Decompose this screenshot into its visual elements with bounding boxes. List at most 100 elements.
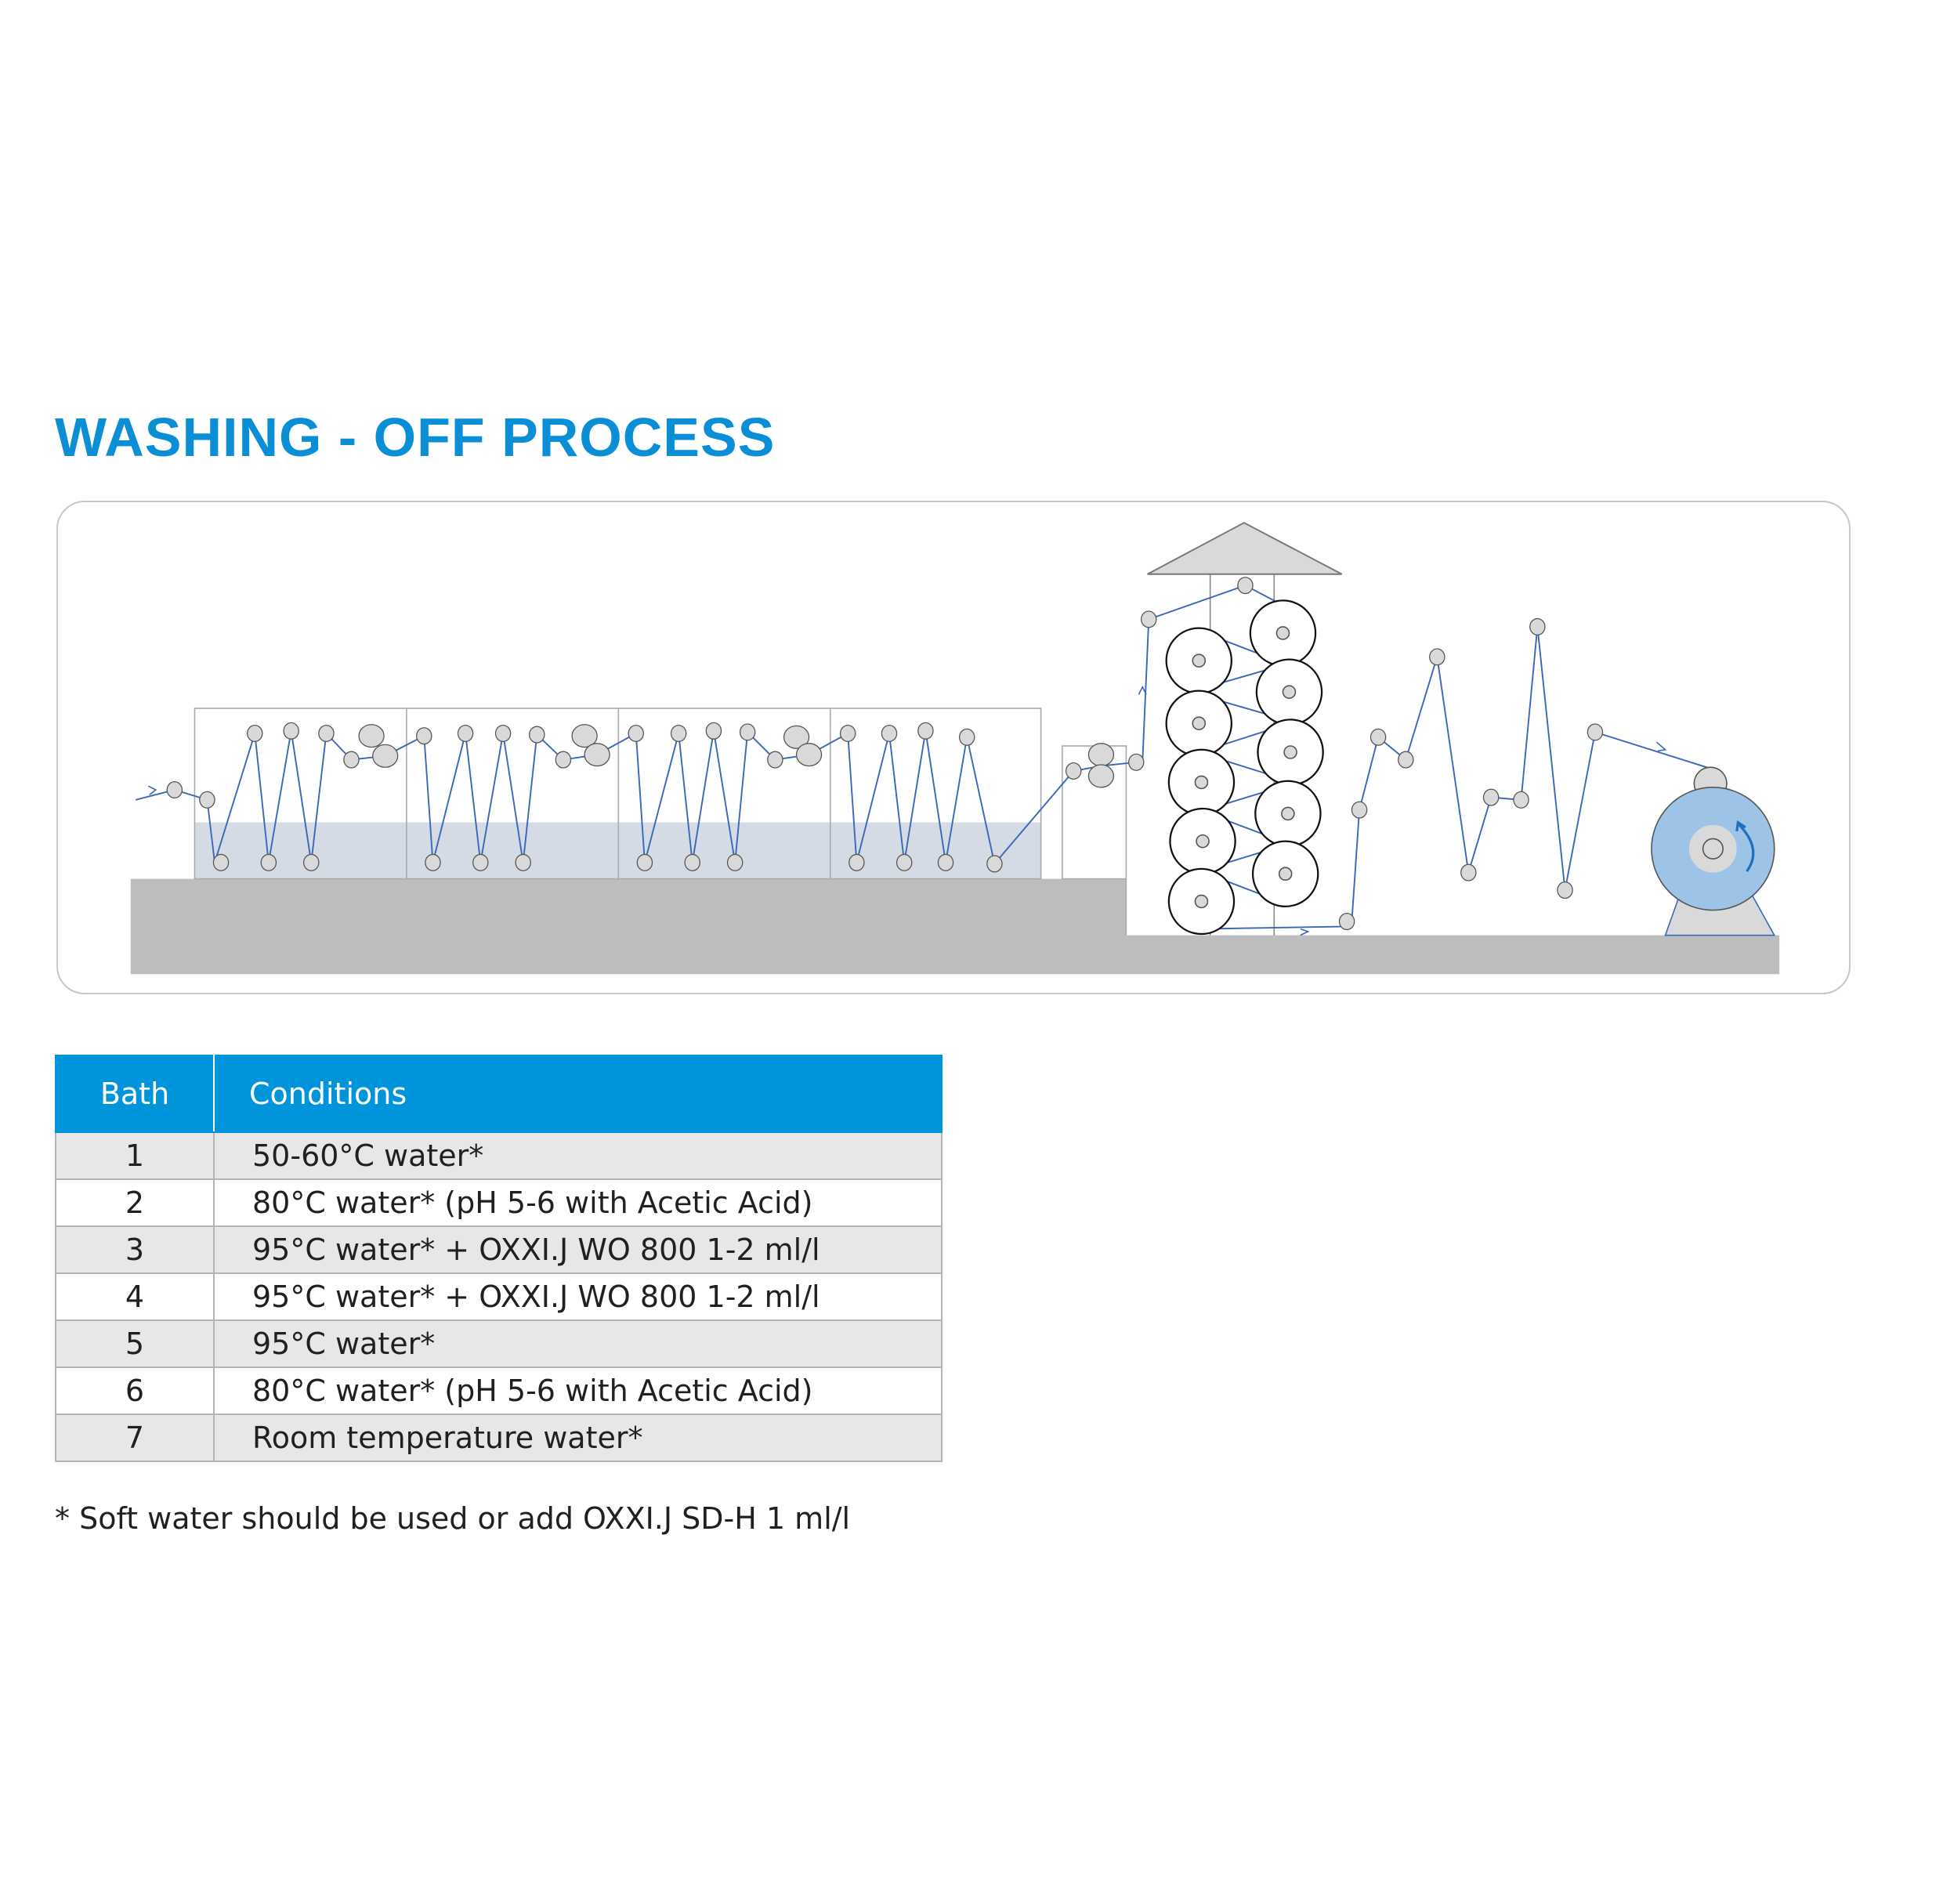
bath-number: 5 — [55, 1319, 215, 1368]
squeeze-roller — [783, 725, 810, 749]
guide-roller — [767, 751, 783, 769]
guide-roller — [739, 723, 756, 741]
bath-number: 2 — [55, 1178, 215, 1227]
guide-roller — [937, 853, 954, 871]
guide-roller — [670, 724, 687, 743]
guide-roller — [1370, 728, 1387, 746]
guide-roller — [848, 853, 865, 871]
squeeze-roller — [1087, 743, 1115, 767]
cylinder-hub — [1278, 867, 1293, 881]
bath-conditions: 80°C water* (pH 5-6 with Acetic Acid) — [213, 1366, 943, 1415]
cylinder-hub — [1281, 806, 1295, 821]
guide-roller — [1398, 751, 1414, 769]
guide-roller — [199, 791, 215, 809]
guide-roller — [896, 853, 913, 871]
bath-number: 1 — [55, 1131, 215, 1180]
cylinder-hub — [1283, 745, 1297, 759]
guide-roller — [881, 724, 898, 743]
guide-roller — [416, 727, 432, 745]
squeeze-roller — [358, 724, 385, 748]
bath-conditions: 95°C water* + OXXI.J WO 800 1-2 ml/l — [213, 1272, 943, 1321]
guide-roller — [628, 724, 644, 743]
direction-arrows — [147, 685, 1667, 936]
guide-roller — [212, 853, 230, 871]
footnote: * Soft water should be used or add OXXI.… — [55, 1501, 851, 1536]
bath-conditions: 80°C water* (pH 5-6 with Acetic Acid) — [213, 1178, 943, 1227]
guide-roller — [1529, 617, 1546, 636]
guide-roller — [684, 853, 700, 871]
bath-conditions: Room temperature water* — [213, 1414, 943, 1462]
guide-rollers — [166, 577, 1604, 931]
drying-cylinders — [1165, 599, 1324, 936]
page-title: WASHING - OFF PROCESS — [55, 407, 776, 468]
guide-roller — [1338, 912, 1355, 931]
cylinder-hub — [1194, 894, 1209, 909]
guide-roller — [705, 722, 722, 740]
cylinder-hub — [1192, 716, 1207, 730]
guide-roller — [1513, 791, 1529, 809]
bath-conditions: 50-60°C water* — [213, 1131, 943, 1180]
wash-tanks — [194, 708, 1127, 880]
guide-roller — [1065, 762, 1082, 780]
guide-roller — [1482, 788, 1500, 806]
cylinder-hub — [1196, 834, 1210, 849]
guide-roller — [1429, 648, 1445, 666]
bath-number: 4 — [55, 1272, 215, 1321]
process-diagram-svg — [130, 522, 1780, 975]
guide-roller — [529, 726, 545, 744]
guide-roller — [343, 751, 360, 769]
guide-roller — [318, 724, 335, 743]
guide-roller — [472, 853, 489, 871]
header-conditions: Conditions — [213, 1055, 943, 1133]
guide-roller — [247, 724, 263, 743]
guide-roller — [260, 853, 277, 871]
guide-roller — [1351, 801, 1368, 819]
guide-roller — [283, 722, 299, 740]
cylinder-hub — [1192, 653, 1207, 668]
bath-conditions: 95°C water* + OXXI.J WO 800 1-2 ml/l — [213, 1225, 943, 1274]
washing-machine-diagram — [56, 501, 1851, 994]
guide-roller — [1141, 610, 1157, 628]
squeeze-roller — [1087, 764, 1115, 788]
guide-roller — [839, 724, 856, 743]
squeeze-roller — [372, 744, 399, 768]
guide-roller — [958, 728, 975, 746]
guide-roller — [303, 853, 320, 871]
bath-number: 7 — [55, 1414, 215, 1462]
cylinder-hub — [1275, 626, 1290, 640]
guide-roller — [726, 853, 744, 871]
guide-roller — [1127, 753, 1145, 771]
guide-roller — [1587, 723, 1604, 741]
guide-roller — [1460, 863, 1477, 881]
bath-number: 6 — [55, 1366, 215, 1415]
guide-roller — [494, 724, 512, 743]
rotation-arrow-icon — [1737, 823, 1755, 872]
guide-roller — [917, 722, 934, 740]
guide-roller — [515, 853, 531, 871]
machine-base — [130, 878, 1780, 975]
guide-roller — [166, 780, 183, 799]
squeeze-roller — [584, 743, 610, 767]
guide-roller — [555, 751, 572, 769]
table-header-row: Bath Conditions — [55, 1055, 943, 1133]
squeeze-roller — [795, 743, 823, 767]
cylinder-hub — [1282, 685, 1297, 699]
guide-roller — [1557, 881, 1573, 900]
winder-roll — [1651, 766, 1775, 911]
bath-conditions: 95°C water* — [213, 1319, 943, 1368]
guide-roller — [986, 855, 1003, 873]
cylinder-hub — [1194, 775, 1209, 790]
bath-number: 3 — [55, 1225, 215, 1274]
header-bath: Bath — [55, 1055, 215, 1133]
guide-roller — [425, 853, 441, 871]
guide-roller — [636, 853, 653, 871]
guide-roller — [457, 724, 474, 743]
